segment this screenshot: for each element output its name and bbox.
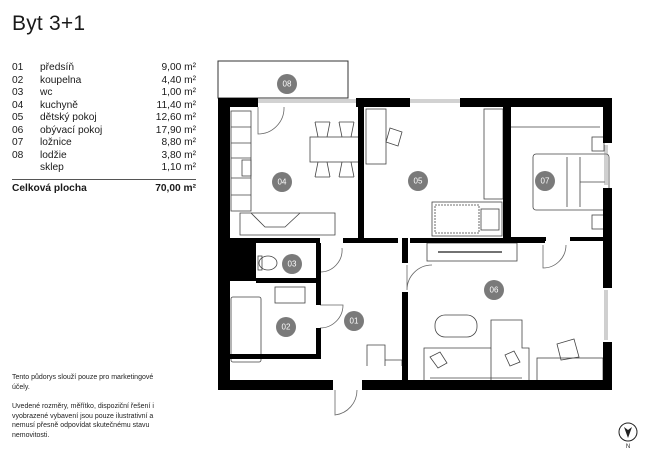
badge-01-label: 01 xyxy=(350,317,359,326)
badge-05 xyxy=(408,171,428,191)
badge-07 xyxy=(535,171,555,191)
room-number: 07 xyxy=(12,137,24,148)
disclaimer-note: Uvedené rozměry, měřítko, dispoziční řeš… xyxy=(12,403,154,439)
badge-06-label: 06 xyxy=(490,286,499,295)
room-row: 03 wc 1,00 m² xyxy=(12,87,196,100)
room-area: 9,00 m² xyxy=(161,62,196,73)
room-number: 06 xyxy=(12,124,24,136)
badge-07-label: 07 xyxy=(541,177,550,186)
room-area: 4,40 m² xyxy=(161,74,196,86)
badge-04-label: 04 xyxy=(278,178,287,187)
room-number: 02 xyxy=(12,74,24,86)
room-area: 1,10 m² xyxy=(161,162,196,173)
north-compass-icon: N xyxy=(618,422,638,450)
total-area: 70,00 m² xyxy=(155,182,196,194)
room-row: 06 obývací pokoj 17,90 m² xyxy=(12,125,196,138)
room-area: 8,80 m² xyxy=(161,137,196,148)
room-badges: 08 04 05 07 03 06 02 01 xyxy=(272,74,555,337)
room-area: 12,60 m² xyxy=(155,112,196,123)
room-name: sklep xyxy=(40,162,64,173)
furniture-lines xyxy=(217,60,610,416)
room-row: 08 lodžie 3,80 m² xyxy=(12,150,196,163)
badge-08-label: 08 xyxy=(283,80,292,89)
room-area: 3,80 m² xyxy=(161,149,196,161)
compass-label: N xyxy=(626,444,630,450)
marketing-note: Tento půdorys slouží pouze pro marketing… xyxy=(12,374,154,391)
room-list: 01 předsíň 9,00 m² 02 koupelna 4,40 m² 03 wc 1… xyxy=(12,62,196,194)
room-row: sklep 1,10 m² xyxy=(12,162,196,175)
room-name: dětský pokoj xyxy=(40,112,97,123)
room-row: 04 kuchyně 11,40 m² xyxy=(12,100,196,113)
room-name: lodžie xyxy=(40,149,67,161)
total-divider xyxy=(12,178,196,180)
badge-06 xyxy=(484,280,504,300)
room-name: obývací pokoj xyxy=(40,124,103,136)
total-label: Celková plocha xyxy=(12,182,87,194)
total-row: Celková plocha 70,00 m² xyxy=(12,183,196,194)
room-row: 01 předsíň 9,00 m² xyxy=(12,62,196,75)
room-number: 01 xyxy=(12,62,24,73)
room-number: 05 xyxy=(12,112,24,123)
room-name: kuchyně xyxy=(40,99,78,111)
room-name: koupelna xyxy=(40,74,82,86)
room-row: 02 koupelna 4,40 m² xyxy=(12,75,196,88)
room-row: 05 dětský pokoj 12,60 m² xyxy=(12,112,196,125)
badge-02-label: 02 xyxy=(282,323,291,332)
walls xyxy=(218,98,612,390)
room-area: 11,40 m² xyxy=(156,99,196,111)
room-number: 08 xyxy=(12,149,24,161)
page-title: Byt 3+1 xyxy=(12,12,86,35)
room-name: předsíň xyxy=(40,62,74,73)
room-number: 03 xyxy=(12,87,24,98)
badge-01 xyxy=(344,311,364,331)
room-row: 07 ložnice 8,80 m² xyxy=(12,137,196,150)
badge-02 xyxy=(276,317,296,337)
room-name: ložnice xyxy=(40,137,72,148)
room-area: 17,90 m² xyxy=(155,124,196,136)
room-area: 1,00 m² xyxy=(161,87,196,98)
badge-03 xyxy=(282,254,302,274)
badge-03-label: 03 xyxy=(288,260,297,269)
badge-08 xyxy=(277,74,297,94)
room-number: 04 xyxy=(12,99,24,111)
badge-04 xyxy=(272,172,292,192)
room-name: wc xyxy=(40,87,53,98)
badge-05-label: 05 xyxy=(414,177,423,186)
